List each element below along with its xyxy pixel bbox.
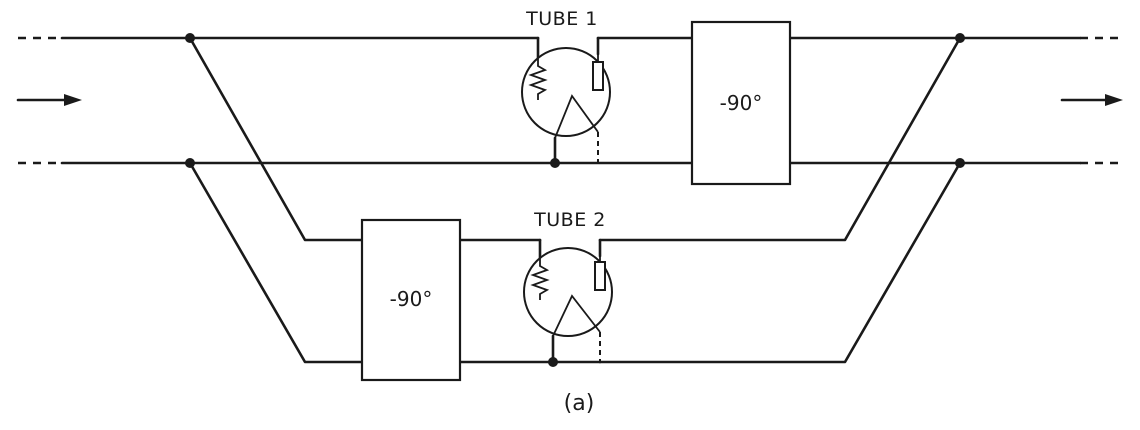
branch-bottom-to-lower-right [598, 161, 962, 364]
tube-1: TUBE 1 [521, 8, 611, 165]
branch-tube2-to-upper-right [598, 36, 962, 242]
input-arrow-icon [16, 94, 82, 106]
junction-dot-upper-right [955, 33, 965, 43]
tube1-label: TUBE 1 [525, 8, 598, 30]
phase-shifter-top-label: -90° [720, 91, 763, 115]
branch-upper-to-tube2-left [188, 36, 364, 242]
phase-shifter-bottom-label: -90° [390, 287, 433, 311]
junction-dot-lower-left [185, 158, 195, 168]
input-line-dashes [18, 36, 62, 165]
figure-caption: (a) [564, 391, 595, 416]
junction-dot-lower-right [955, 158, 965, 168]
tube2-label: TUBE 2 [533, 209, 606, 231]
output-line-dashes [1080, 36, 1125, 165]
phase-shifter-bottom: -90° [360, 218, 462, 382]
output-arrow-icon [1060, 94, 1123, 106]
junction-dot-upper-left [185, 33, 195, 43]
phase-shifter-top: -90° [690, 20, 792, 186]
branch-lower-to-bottom-left [188, 161, 364, 364]
tube-2: TUBE 2 [523, 209, 613, 364]
